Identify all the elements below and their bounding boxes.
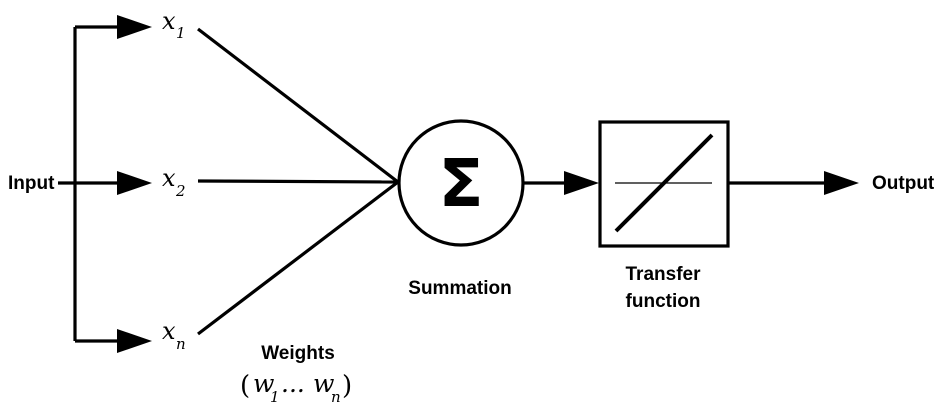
summation-label: Summation xyxy=(408,278,511,299)
input-arrow-2 xyxy=(117,171,152,195)
input-x1: x 1 xyxy=(162,7,186,42)
svg-text:n: n xyxy=(176,335,186,353)
input-x2: x 2 xyxy=(162,164,186,200)
input-label: Input xyxy=(8,173,55,194)
svg-text:x: x xyxy=(162,317,176,345)
weight-connections xyxy=(197,27,399,336)
output-arrow xyxy=(824,171,859,195)
linear-transfer-icon xyxy=(614,133,714,233)
svg-text:w: w xyxy=(313,369,334,398)
svg-text:w: w xyxy=(253,369,274,398)
svg-text:2: 2 xyxy=(175,182,186,200)
svg-text:x: x xyxy=(162,7,176,35)
input-xn: x n xyxy=(162,317,186,353)
input-bracket xyxy=(58,25,120,343)
transfer-arrow xyxy=(564,171,599,195)
svg-text:...: ... xyxy=(281,369,305,398)
input-arrow-n xyxy=(117,329,152,353)
svg-text:1: 1 xyxy=(270,388,280,406)
weights-notation: ( w 1 ... w n ) xyxy=(240,369,352,406)
svg-text:n: n xyxy=(331,388,341,406)
svg-text:): ) xyxy=(342,371,352,401)
svg-text:(: ( xyxy=(240,371,250,401)
sigma-icon: Σ xyxy=(438,145,483,222)
summation-node xyxy=(397,119,525,247)
svg-text:1: 1 xyxy=(176,24,186,42)
svg-text:x: x xyxy=(162,164,176,192)
transfer-label-line2: function xyxy=(626,291,701,312)
transfer-label-line1: Transfer xyxy=(626,264,702,285)
output-label: Output xyxy=(872,173,935,194)
input-arrow-1 xyxy=(117,15,152,39)
weights-label: Weights xyxy=(261,343,335,364)
